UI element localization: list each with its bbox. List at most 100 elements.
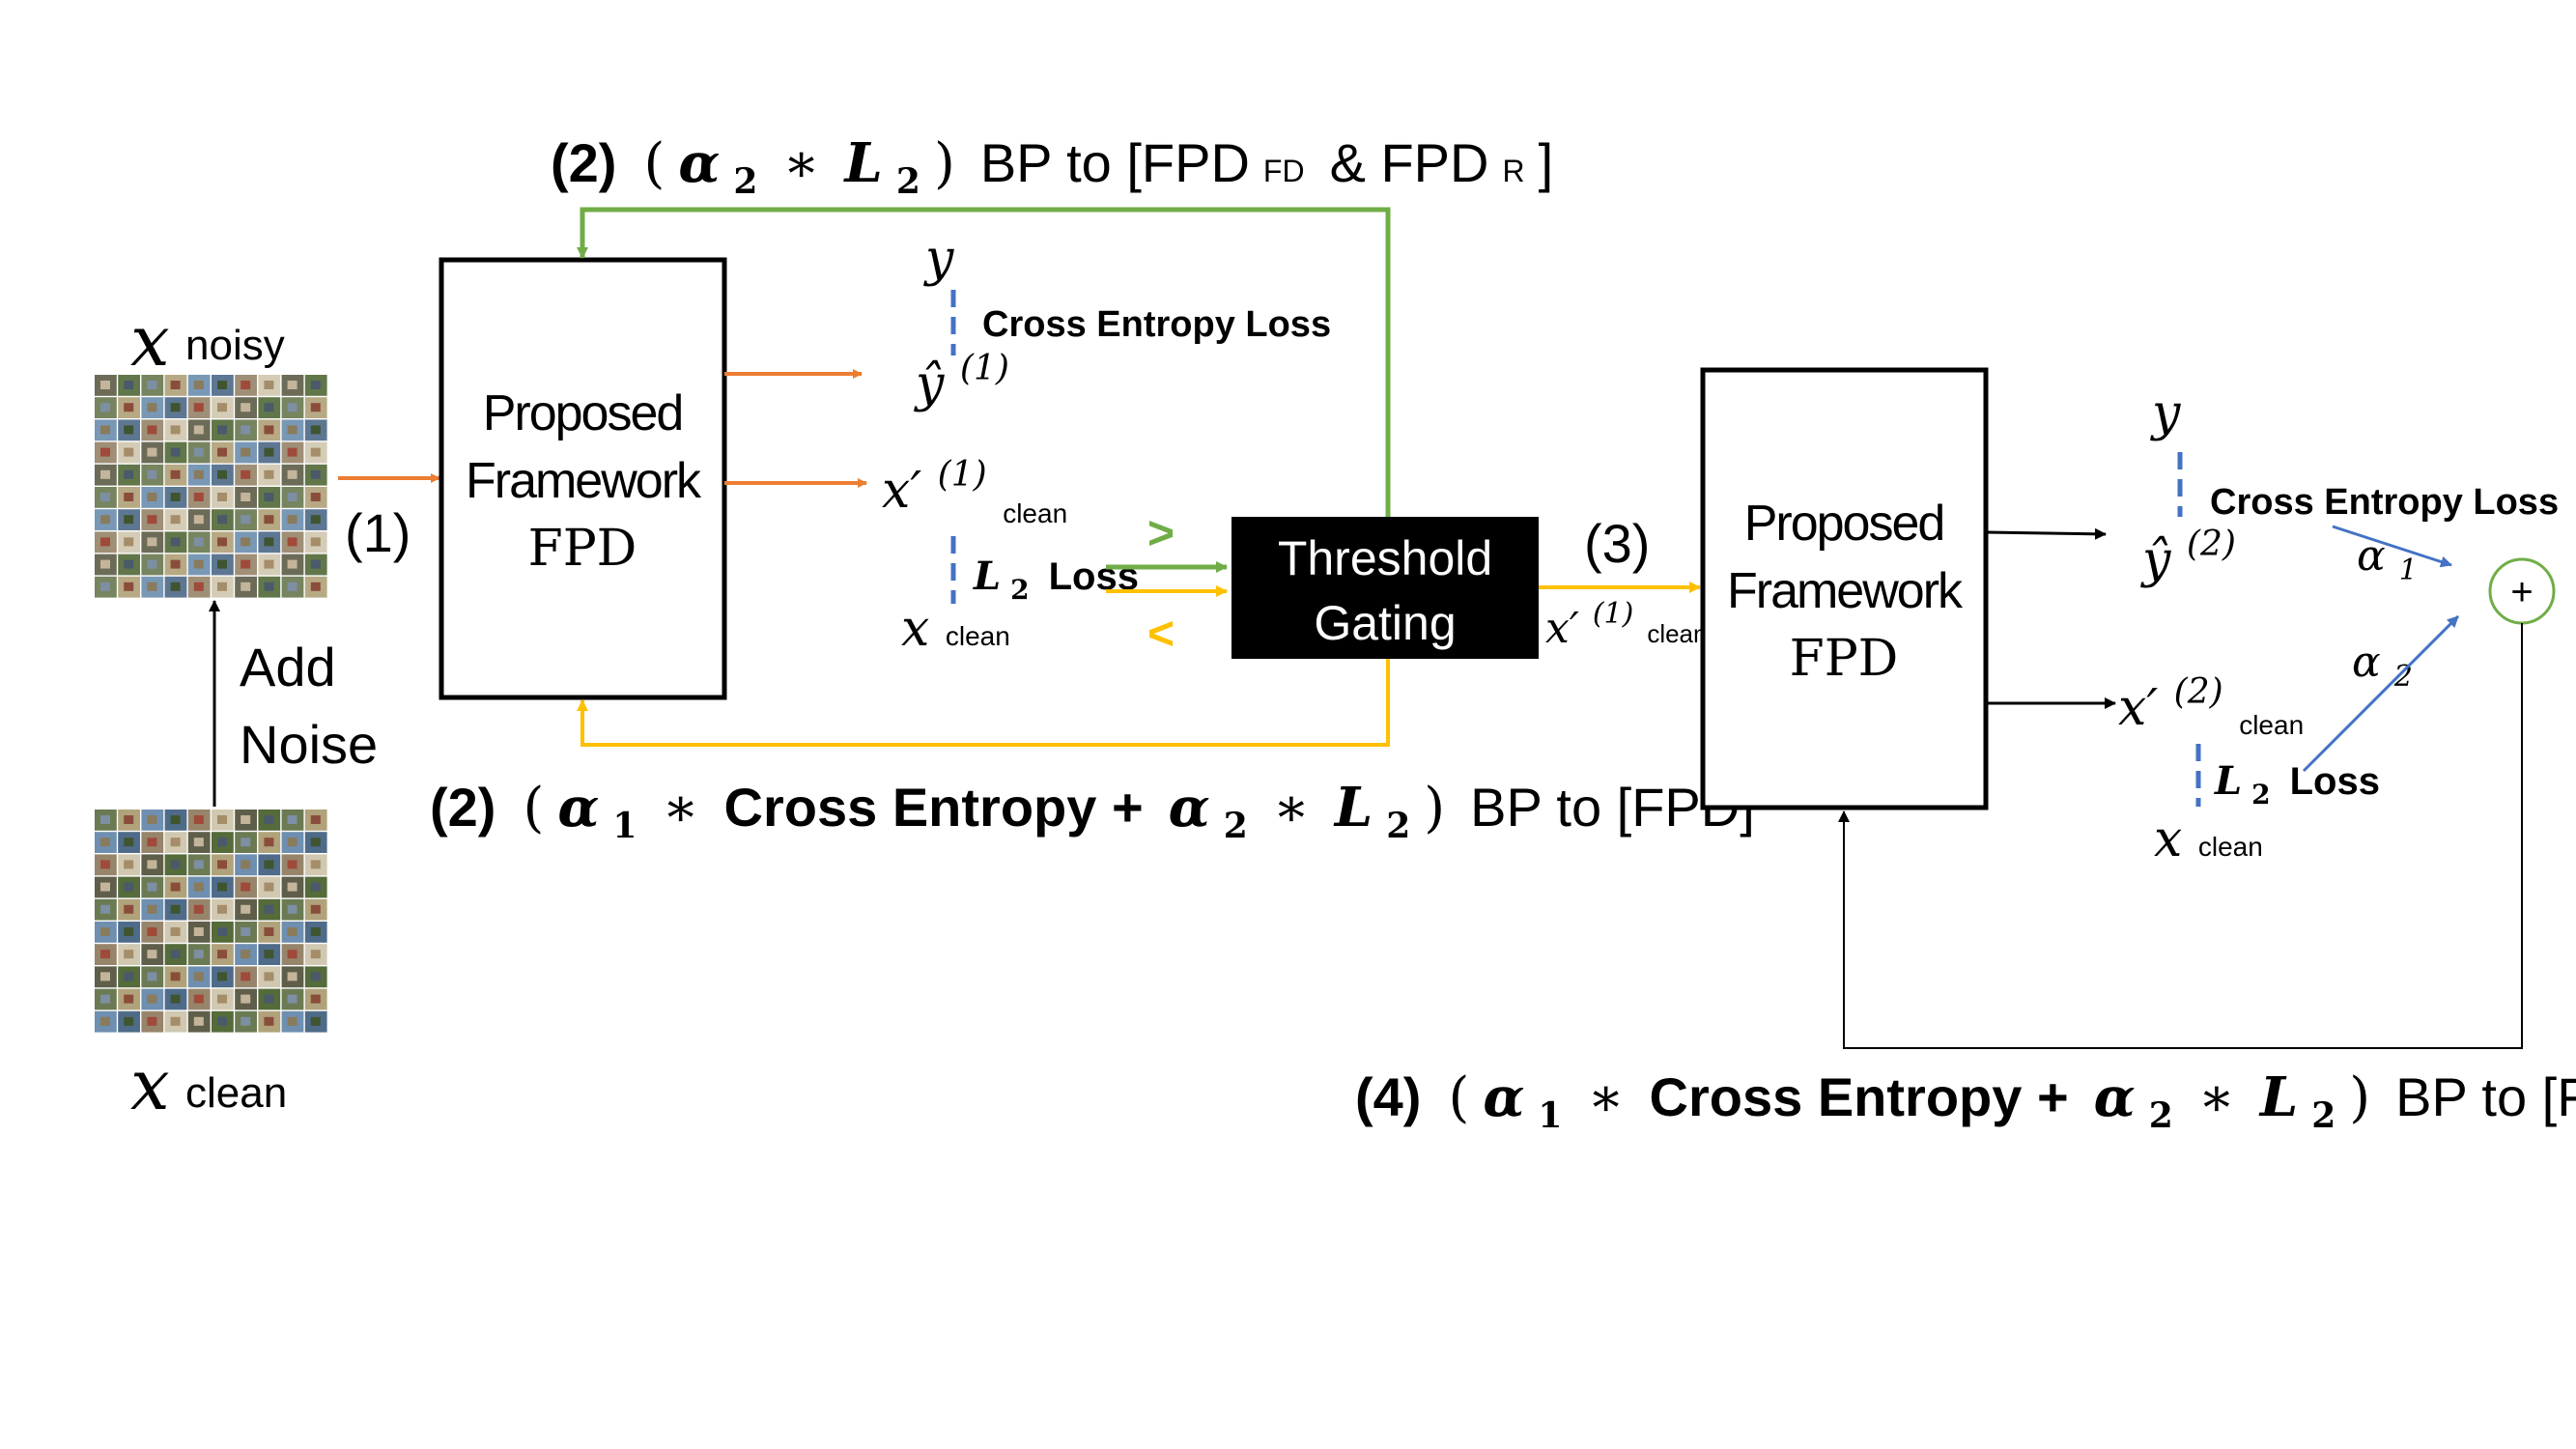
image-thumbnail-detail — [241, 950, 251, 959]
image-thumbnail-detail — [170, 860, 181, 869]
image-thumbnail-detail — [264, 447, 274, 457]
image-thumbnail-detail — [241, 927, 251, 936]
image-thumbnail-detail — [170, 381, 181, 389]
fpd2-box — [1700, 367, 1989, 810]
image-thumbnail-detail — [170, 972, 181, 981]
s1-l2-sub: 2 — [1010, 574, 1029, 606]
image-thumbnail-detail — [170, 493, 181, 501]
image-thumbnail-detail — [170, 537, 181, 547]
bottom-backprop-label: (4) ( α 1 ∗ Cross Entropy + α 2 ∗ L 2 ) … — [1355, 1065, 2576, 1140]
gating-out-sub: clean — [1647, 619, 1707, 648]
image-thumbnail-detail — [100, 559, 110, 569]
image-thumbnail-detail — [147, 425, 157, 435]
s2-alpha1: α 1 — [2357, 531, 2418, 587]
s2-l2-sub: 2 — [2251, 779, 2270, 810]
green-feedback-path — [577, 207, 1391, 517]
step1-label: (1) — [345, 502, 410, 563]
image-thumbnail-detail — [264, 860, 274, 869]
image-thumbnail-detail — [193, 515, 204, 525]
image-thumbnail-detail — [100, 838, 110, 847]
image-thumbnail-detail — [124, 815, 134, 824]
image-thumbnail-detail — [264, 515, 274, 525]
bottom-bp: BP to [FPD] — [2395, 1066, 2576, 1127]
image-thumbnail-detail — [217, 447, 227, 457]
image-thumbnail-detail — [193, 815, 204, 824]
image-thumbnail-detail — [100, 537, 110, 547]
sum-plus: + — [2510, 571, 2533, 613]
image-thumbnail-detail — [147, 904, 157, 914]
bottom-open-paren: ( — [1448, 1066, 1469, 1129]
image-thumbnail-detail — [147, 582, 157, 591]
image-thumbnail-detail — [264, 815, 274, 824]
noisy-image-grid — [95, 375, 327, 598]
image-thumbnail-detail — [310, 882, 321, 892]
image-thumbnail-detail — [264, 582, 274, 591]
bottom-loss-sub: 2 — [2311, 1095, 2335, 1136]
image-thumbnail-detail — [147, 515, 157, 525]
bottom-step: (4) — [1355, 1066, 1421, 1127]
s2-alpha2-symbol: α — [2352, 638, 2381, 687]
image-thumbnail-detail — [193, 1016, 204, 1026]
image-thumbnail-detail — [241, 537, 251, 547]
image-thumbnail-detail — [100, 515, 110, 525]
gating-out-symbol: x′ — [1545, 604, 1579, 653]
image-thumbnail-detail — [100, 972, 110, 981]
image-thumbnail-detail — [147, 469, 157, 479]
image-thumbnail-detail — [124, 582, 134, 591]
image-thumbnail-detail — [241, 447, 251, 457]
image-thumbnail-detail — [217, 469, 227, 479]
mid-backprop-label: (2) ( α 1 ∗ Cross Entropy + α 2 ∗ L 2 ) … — [430, 776, 1755, 850]
image-thumbnail-detail — [193, 882, 204, 892]
image-thumbnail-detail — [241, 515, 251, 525]
mid-ce: Cross Entropy + — [724, 777, 1144, 838]
image-thumbnail-detail — [193, 469, 204, 479]
top-loss: L — [843, 131, 883, 195]
image-thumbnail-detail — [124, 425, 134, 435]
image-thumbnail-detail — [310, 515, 321, 525]
image-thumbnail-detail — [241, 882, 251, 892]
fpd1-line2: Framework — [466, 453, 702, 509]
image-thumbnail-detail — [241, 469, 251, 479]
image-thumbnail-detail — [264, 425, 274, 435]
image-thumbnail-detail — [147, 493, 157, 501]
clean-image-grid — [95, 810, 327, 1033]
image-thumbnail-detail — [193, 904, 204, 914]
image-thumbnail-detail — [170, 1016, 181, 1026]
yellow-feedback-path — [577, 659, 1390, 747]
image-thumbnail-detail — [310, 403, 321, 412]
image-thumbnail-detail — [147, 972, 157, 981]
image-thumbnail-detail — [217, 972, 227, 981]
image-thumbnail-detail — [310, 1016, 321, 1026]
image-thumbnail-detail — [217, 994, 227, 1004]
mid-alpha1-sub: 1 — [612, 806, 637, 846]
image-thumbnail-detail — [217, 403, 227, 412]
bottom-ce: Cross Entropy + — [1650, 1066, 2069, 1127]
s2-xclean-symbol: x — [2154, 810, 2182, 868]
image-thumbnail-detail — [170, 882, 181, 892]
image-thumbnail-detail — [241, 1016, 251, 1026]
image-thumbnail-detail — [217, 950, 227, 959]
image-thumbnail-detail — [147, 381, 157, 389]
image-thumbnail-detail — [147, 927, 157, 936]
image-thumbnail-detail — [124, 904, 134, 914]
image-thumbnail-detail — [310, 381, 321, 389]
image-thumbnail-detail — [241, 403, 251, 412]
image-thumbnail-detail — [241, 972, 251, 981]
image-thumbnail-detail — [264, 469, 274, 479]
image-thumbnail-detail — [217, 860, 227, 869]
image-thumbnail-detail — [100, 815, 110, 824]
s2-alpha1-sub: 1 — [2399, 554, 2418, 587]
image-thumbnail-detail — [193, 403, 204, 412]
image-thumbnail-detail — [310, 950, 321, 959]
image-thumbnail-detail — [287, 860, 297, 869]
top-alpha-sub: 2 — [733, 161, 757, 202]
image-thumbnail-detail — [193, 582, 204, 591]
image-thumbnail-detail — [124, 1016, 134, 1026]
image-thumbnail-detail — [100, 582, 110, 591]
image-thumbnail-detail — [310, 493, 321, 501]
fpd2-line2: Framework — [1727, 563, 1964, 619]
gating-lt-mark: < — [1147, 609, 1175, 660]
image-thumbnail-detail — [124, 559, 134, 569]
s1-ce-label: Cross Entropy Loss — [982, 304, 1331, 345]
image-thumbnail-detail — [147, 950, 157, 959]
